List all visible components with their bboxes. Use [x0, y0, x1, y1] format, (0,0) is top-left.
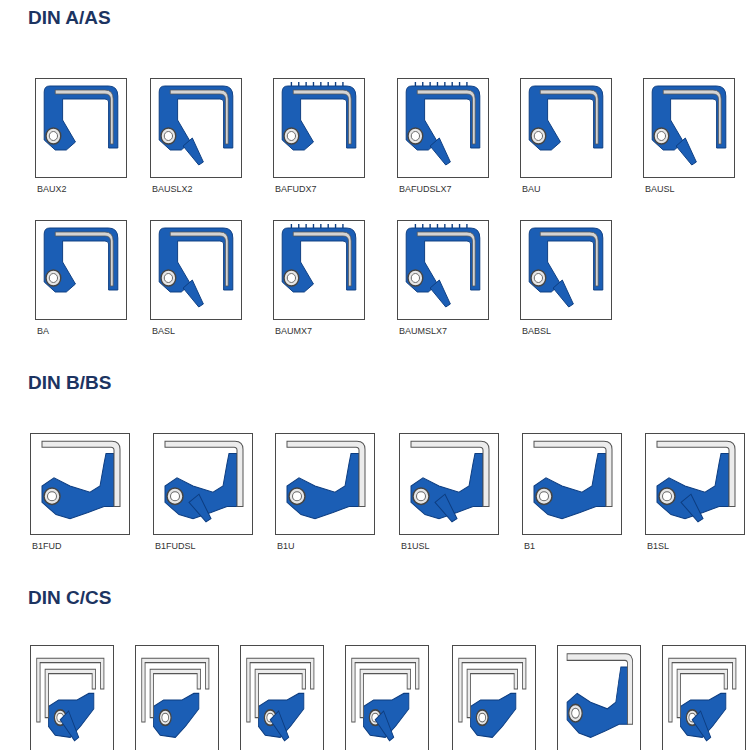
seal-box: B1FUD [30, 433, 130, 535]
seal-profile [142, 658, 209, 737]
part-code: B1FUDSL [155, 541, 196, 551]
dust-lip [375, 711, 393, 741]
part-code: BASL [152, 326, 175, 336]
seal-profile [159, 86, 233, 150]
seal-profile [282, 86, 356, 150]
dust-lip [430, 138, 450, 165]
seal-box: BAUSL [643, 78, 735, 178]
seal-box [663, 646, 746, 750]
ribbed-od [415, 224, 467, 228]
part-code: B1FUD [32, 541, 62, 551]
seal-profile [287, 441, 365, 519]
part-code: BAUMSLX7 [399, 326, 447, 336]
dust-lip [189, 494, 211, 522]
seal-profile [652, 86, 726, 150]
seal-profile [406, 86, 480, 150]
seal-box [346, 646, 429, 750]
seal-profile [42, 441, 120, 519]
seal-box [241, 646, 324, 750]
dust-lip [183, 280, 203, 307]
seal-box [31, 646, 114, 750]
seal-box [453, 646, 536, 750]
dust-lip [435, 494, 457, 522]
dust-lip [553, 280, 573, 307]
part-code: BAFUDX7 [275, 184, 317, 194]
seal-box: B1FUDSL [153, 433, 253, 535]
seal-box: B1U [275, 433, 375, 535]
part-code: B1USL [401, 541, 430, 551]
seal-profile [529, 86, 603, 150]
seal-profile [529, 228, 603, 292]
seal-box: BA [35, 220, 127, 320]
section-heading: DIN A/AS [28, 7, 111, 29]
seal-box: B1USL [399, 433, 499, 535]
seal-profile [159, 228, 233, 292]
part-code: B1 [524, 541, 535, 551]
seal-box: BABSL [520, 220, 612, 320]
dust-lip [676, 138, 696, 165]
part-code: BAUMX7 [275, 326, 312, 336]
seal-box: BAUMX7 [273, 220, 365, 320]
section-heading: DIN C/CS [28, 587, 111, 609]
part-code: BA [37, 326, 49, 336]
seal-box: BAUX2 [35, 78, 127, 178]
part-code: BABSL [522, 326, 551, 336]
part-code: B1SL [647, 541, 669, 551]
seal-box: BASL [150, 220, 242, 320]
dust-lip [183, 138, 203, 165]
seal-profile [282, 228, 356, 292]
seal-box: BAUSLX2 [150, 78, 242, 178]
ribbed-od [415, 82, 467, 86]
ribbed-od [291, 82, 343, 86]
seal-profile [459, 658, 526, 737]
seal-box: B1SL [645, 433, 745, 535]
seal-box: BAFUDSLX7 [397, 78, 489, 178]
dust-lip [692, 711, 710, 741]
part-code: BAU [522, 184, 541, 194]
seal-box [136, 646, 219, 750]
part-code: B1U [277, 541, 295, 551]
part-code: BAUSLX2 [152, 184, 193, 194]
seal-profile [44, 86, 118, 150]
dust-lip [60, 711, 78, 741]
seal-profile [406, 228, 480, 292]
part-code: BAFUDSLX7 [399, 184, 452, 194]
seal-box: BAUMSLX7 [397, 220, 489, 320]
seal-box: B1 [522, 433, 622, 535]
part-code: BAUX2 [37, 184, 67, 194]
seal-profile [44, 228, 118, 292]
dust-lip [681, 494, 703, 522]
dust-lip [270, 711, 288, 741]
seal-box: BAFUDX7 [273, 78, 365, 178]
part-code: BAUSL [645, 184, 675, 194]
seal-box [558, 646, 641, 750]
seal-profile [567, 654, 633, 738]
seal-profile [534, 441, 612, 519]
seal-box: BAU [520, 78, 612, 178]
ribbed-od [291, 224, 343, 228]
section-heading: DIN B/BS [28, 372, 111, 394]
dust-lip [430, 280, 450, 307]
